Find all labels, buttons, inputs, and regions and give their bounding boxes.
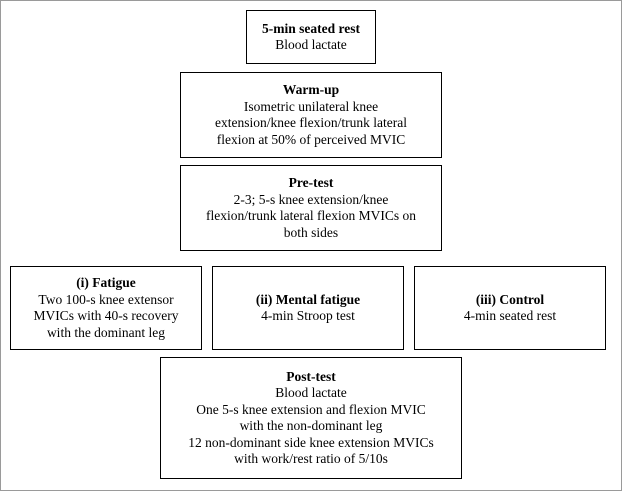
fatigue-box: (i) Fatigue Two 100-s knee extensor MVIC… xyxy=(10,266,202,350)
fatigue-title: (i) Fatigue xyxy=(76,275,136,290)
mental-fatigue-box: (ii) Mental fatigue 4-min Stroop test xyxy=(212,266,404,350)
control-title: (iii) Control xyxy=(475,291,545,307)
fatigue-line: with the dominant leg xyxy=(46,324,166,340)
warmup-line: Isometric unilateral knee xyxy=(243,98,379,114)
fatigue-line: Two 100-s knee extensor xyxy=(38,291,174,307)
posttest-box: Post-test Blood lactate One 5-s knee ext… xyxy=(160,357,462,479)
pretest-line: both sides xyxy=(283,224,339,240)
mental-fatigue-line: 4-min Stroop test xyxy=(261,308,355,323)
pretest-title: Pre-test xyxy=(288,175,334,190)
mental-fatigue-title: (ii) Mental fatigue xyxy=(255,291,361,307)
posttest-title: Post-test xyxy=(286,368,336,384)
warmup-title: Warm-up xyxy=(282,82,340,97)
posttest-line: One 5-s knee extension and flexion MVIC xyxy=(196,401,426,417)
pretest-line: 2-3; 5-s knee extension/knee xyxy=(233,191,389,207)
posttest-line: with the non-dominant leg xyxy=(239,418,383,433)
control-line: 4-min seated rest xyxy=(463,308,557,323)
control-box: (iii) Control 4-min seated rest xyxy=(414,266,606,350)
seated-rest-title: 5-min seated rest xyxy=(262,20,360,36)
seated-rest-box: 5-min seated rest Blood lactate xyxy=(246,10,376,64)
warmup-line: extension/knee flexion/trunk lateral xyxy=(215,115,407,130)
warmup-line: flexion at 50% of perceived MVIC xyxy=(216,131,406,147)
posttest-line: 12 non-dominant side knee extension MVIC… xyxy=(188,434,434,450)
seated-rest-line: Blood lactate xyxy=(275,37,347,52)
pretest-box: Pre-test 2-3; 5-s knee extension/knee fl… xyxy=(180,165,442,251)
warmup-box: Warm-up Isometric unilateral knee extens… xyxy=(180,72,442,158)
fatigue-line: MVICs with 40-s recovery xyxy=(33,308,179,323)
posttest-line: with work/rest ratio of 5/10s xyxy=(234,451,388,466)
pretest-line: flexion/trunk lateral flexion MVICs on xyxy=(206,208,416,223)
posttest-line: Blood lactate xyxy=(275,385,347,400)
